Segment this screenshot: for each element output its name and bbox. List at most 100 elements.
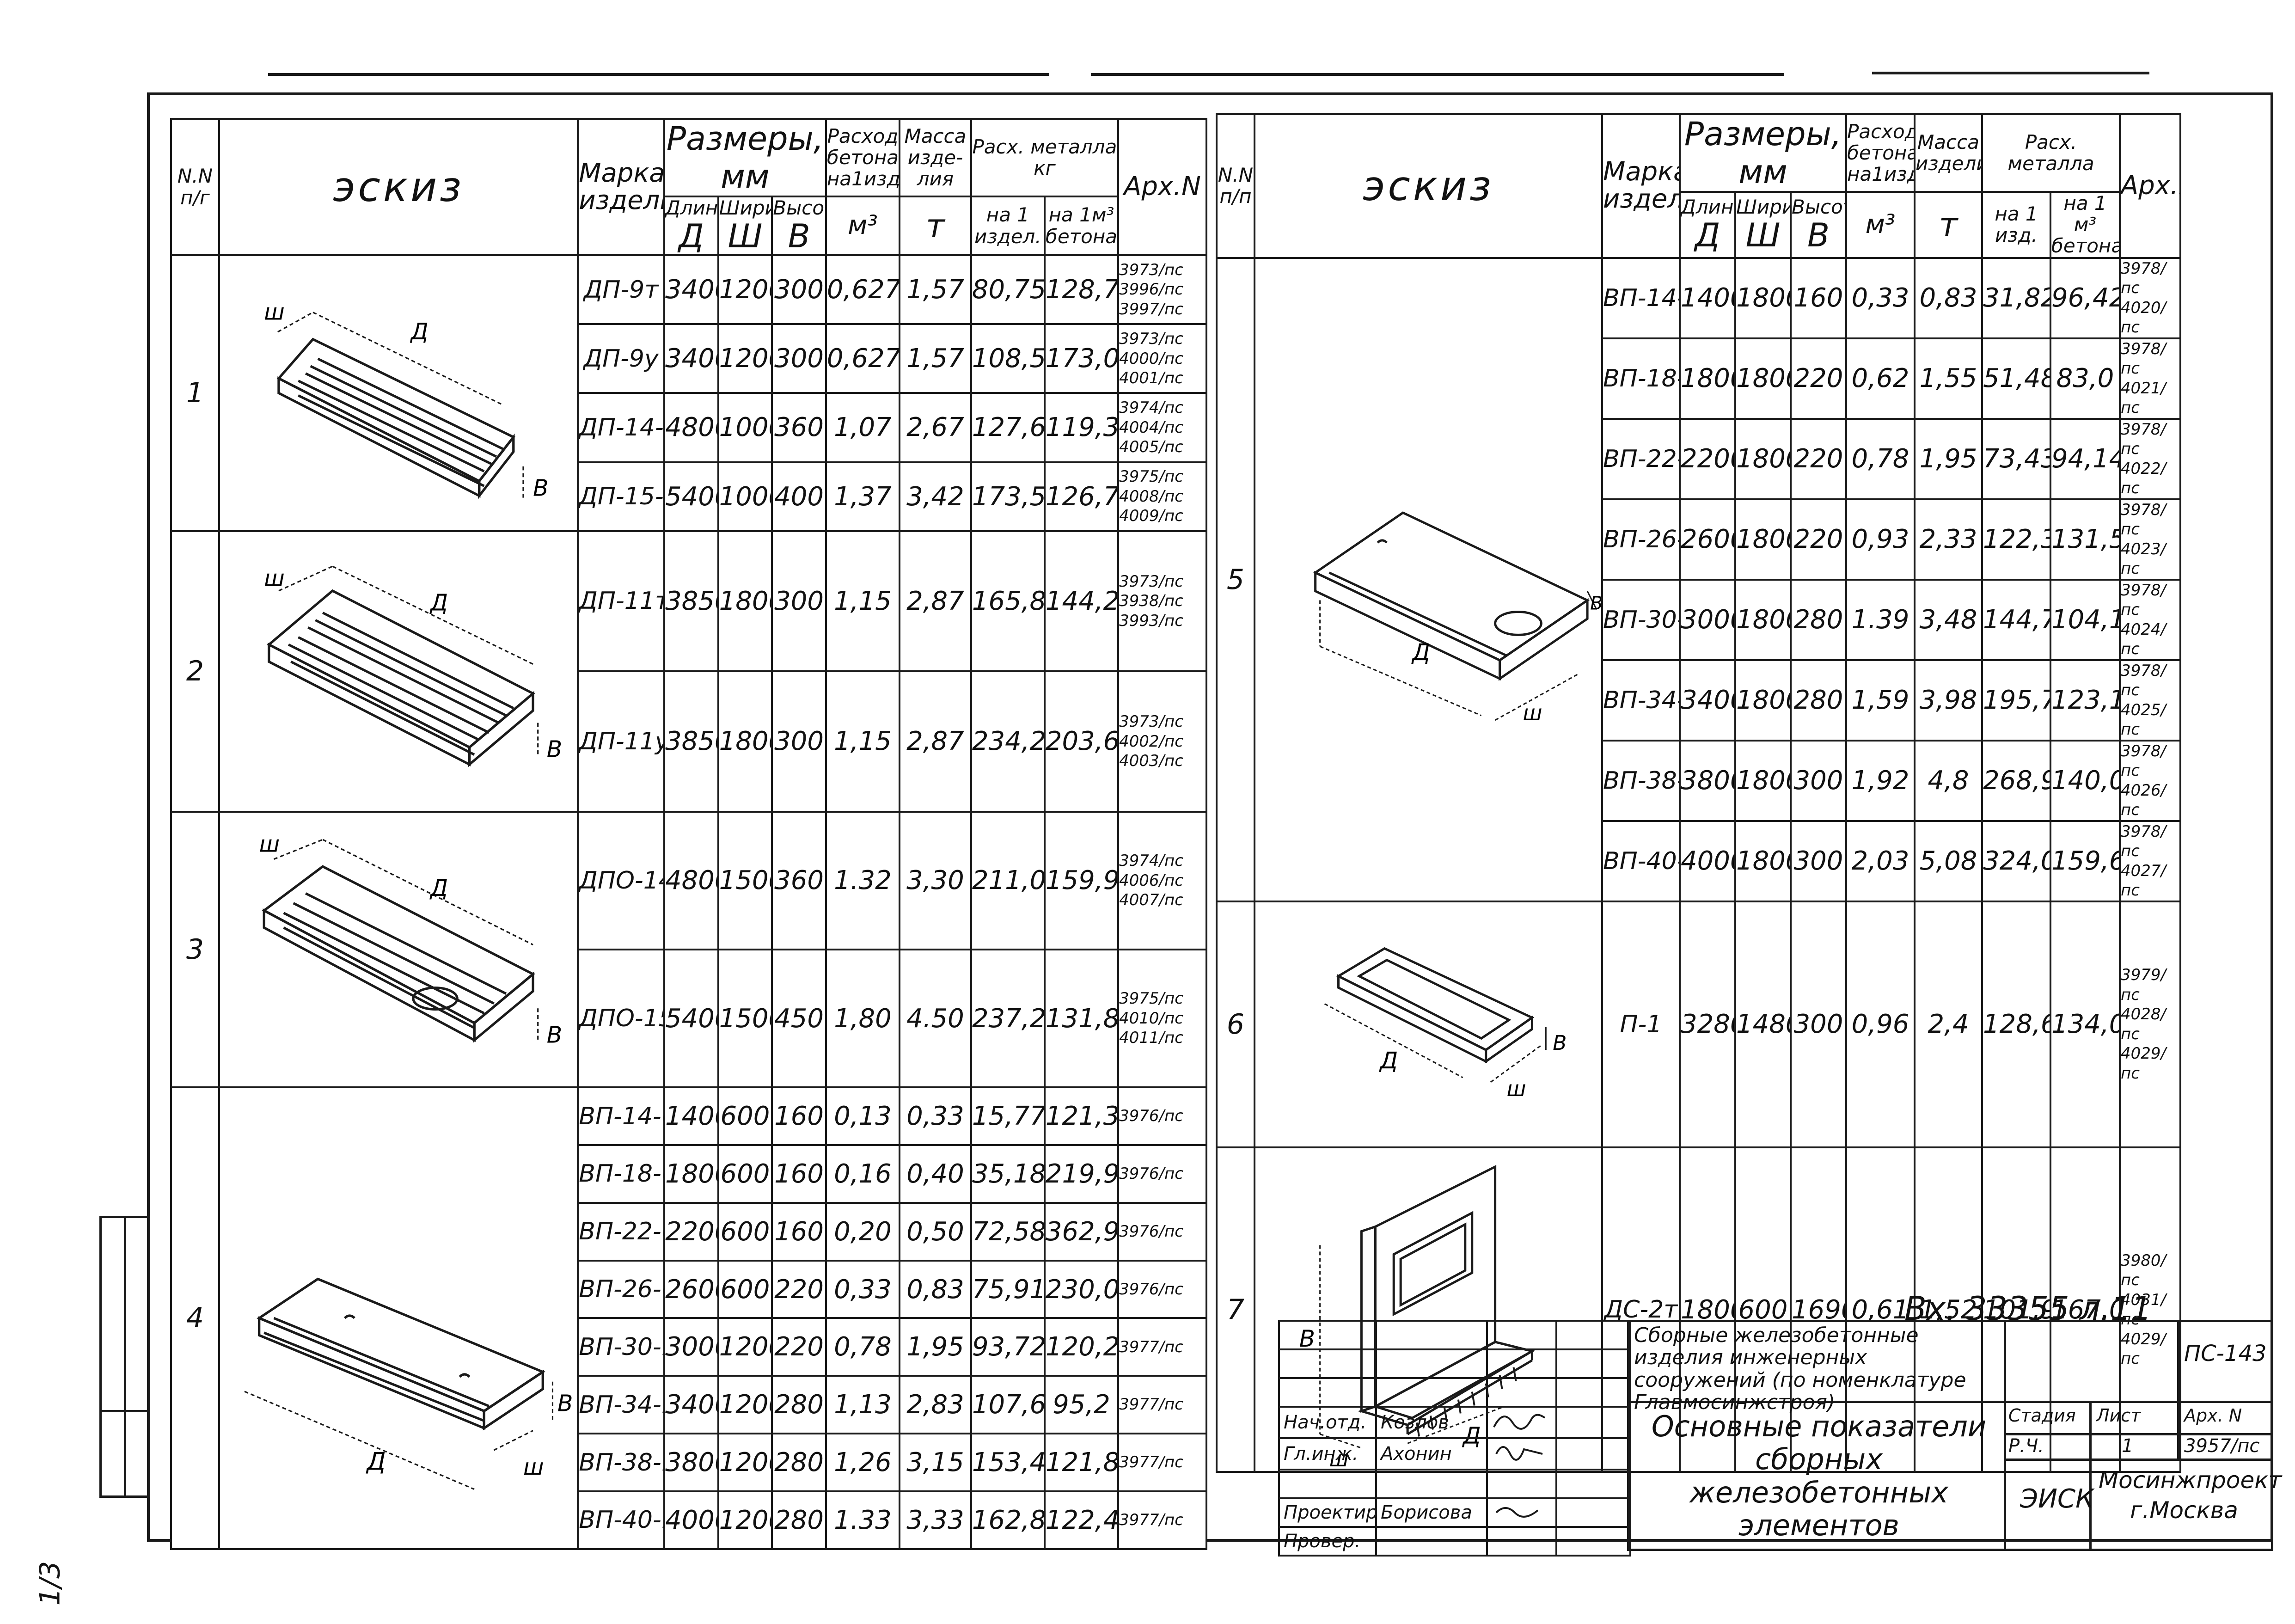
mass-cell: 1,95	[899, 1317, 972, 1377]
title-block-divider-1	[2004, 1320, 2006, 1551]
left-spec-table: N.N п/г эскиз Марка изделия Размеры, мм …	[170, 117, 1207, 1550]
length-symbol: Д	[1695, 216, 1720, 254]
archive-cell: 3978/пс 4023/пс	[2119, 498, 2181, 581]
steel-item-cell: 195,77	[1981, 659, 2051, 742]
mass-cell: 1,95	[1914, 417, 1983, 500]
width-cell: 1800	[1734, 498, 1792, 581]
stage-label: Стадия	[2008, 1405, 2076, 1426]
height-cell: 220	[1790, 417, 1847, 500]
signature-cell	[1486, 1406, 1557, 1439]
height-symbol: В	[1807, 216, 1830, 254]
steel-m3-cell: 126,71	[1043, 461, 1120, 532]
mass-cell: 0,40	[899, 1144, 972, 1204]
steel-item-cell: 128,64	[1981, 900, 2051, 1149]
col-header-steel-m3: на 1м³ бетона	[1043, 195, 1120, 257]
col-header-mass: Масса изделия	[1914, 113, 1983, 193]
height-cell: 220	[1790, 498, 1847, 581]
steel-item-cell: 72,58	[970, 1201, 1046, 1262]
height-cell: 360	[771, 392, 827, 463]
steel-item-cell: 144,77	[1981, 578, 2051, 661]
width-cell: 1200	[717, 1490, 773, 1550]
concrete-cell: 1,26	[825, 1433, 901, 1492]
width-cell: 1800	[1734, 739, 1792, 822]
archive-cell: 3974/пс 4004/пс 4005/пс	[1117, 392, 1207, 463]
col-header-mark: Марка изделия	[1601, 113, 1681, 259]
width-cell: 1800	[1734, 257, 1792, 339]
width-cell: 1500	[717, 948, 773, 1089]
mass-cell: 0,33	[899, 1086, 972, 1146]
ribbed-slab-drawing: ш Д В	[264, 300, 548, 502]
archive-cell: 3977/пс	[1117, 1490, 1207, 1550]
length-cell: 1800	[663, 1144, 719, 1204]
slab-opening-drawing: ш Д В	[259, 831, 562, 1048]
dim-h-label: В	[547, 736, 562, 762]
length-symbol: Д	[678, 217, 704, 256]
sig-cell	[1555, 1348, 1631, 1379]
length-cell: 3400	[663, 1375, 719, 1435]
group-number: 2	[170, 530, 220, 813]
wide-ribbed-slab-drawing: ш Д В	[264, 565, 562, 767]
steel-item-cell: 324,0	[1981, 820, 2051, 902]
col-header-height: ВысотаВ	[771, 195, 827, 257]
col-header-width: ШиринаШ	[717, 195, 773, 257]
col-header-steel: Расх. металла кг	[970, 118, 1120, 197]
concrete-cell: 0,33	[825, 1259, 901, 1319]
width-cell: 1000	[717, 392, 773, 463]
mark-cell: ДПО-15	[577, 948, 665, 1089]
steel-m3-cell: 120,2	[1043, 1317, 1120, 1377]
archive-cell: 3977/пс	[1117, 1433, 1207, 1492]
steel-m3-cell: 123,11	[2050, 659, 2121, 742]
steel-m3-cell: 128,79	[1043, 254, 1120, 325]
steel-item-cell: 35,18	[970, 1144, 1046, 1204]
group-number: 1	[170, 254, 220, 532]
archive-cell: 3976/пс	[1117, 1144, 1207, 1204]
dim-h-label: В	[557, 1391, 573, 1417]
margin-note: 1/3	[34, 1561, 67, 1606]
mark-cell: ДП-15-1т	[577, 461, 665, 532]
steel-m3-cell: 144,2	[1043, 530, 1120, 673]
length-cell: 3850	[663, 530, 719, 673]
steel-m3-cell: 131,57	[2050, 498, 2121, 581]
dim-w-label: ш	[264, 565, 285, 591]
mark-cell: ВП-14-6	[577, 1086, 665, 1146]
mark-cell: ВП-22-18	[1601, 417, 1681, 500]
dim-h-label: В	[1553, 1031, 1567, 1055]
length-cell: 1400	[663, 1086, 719, 1146]
concrete-cell: 1,59	[1845, 659, 1916, 742]
right-spec-table: N.N п/п эскиз Марка изделия Размеры, мм …	[1216, 113, 2181, 1473]
steel-m3-cell: 121,8	[1043, 1433, 1120, 1492]
title-block-rule-2	[2004, 1433, 2273, 1435]
sig-cell	[1375, 1377, 1488, 1408]
height-cell: 280	[1790, 578, 1847, 661]
col-header-sketch: эскиз	[1254, 113, 1603, 259]
width-cell: 1200	[717, 1317, 773, 1377]
steel-item-cell: 122,36	[1981, 498, 2051, 581]
steel-item-cell: 15,77	[970, 1086, 1046, 1146]
steel-m3-cell: 167,08	[2050, 1146, 2121, 1473]
sig-cell	[1555, 1437, 1631, 1471]
steel-m3-cell: 140,0	[2050, 739, 2121, 822]
mark-cell: ВП-30-18	[1601, 578, 1681, 661]
dim-w-label: ш	[1523, 700, 1542, 725]
group-number: 7	[1216, 1146, 1255, 1473]
col-header-archive: Арх.N	[1117, 117, 1207, 257]
archive-cell: 3975/пс 4008/пс 4009/пс	[1117, 461, 1207, 532]
col-header-archive: Арх.N	[2119, 113, 2181, 259]
dim-l-label: Д	[429, 590, 448, 616]
sig-cell	[1555, 1320, 1631, 1350]
steel-item-cell: 234,22	[970, 670, 1046, 813]
sig-cell	[1486, 1377, 1557, 1408]
height-cell: 160	[771, 1201, 827, 1262]
steel-item-cell: 80,75	[970, 254, 1046, 325]
mass-cell: 1,57	[899, 323, 972, 394]
length-cell: 3400	[663, 323, 719, 394]
mark-cell: ВП-34-12	[577, 1375, 665, 1435]
height-cell: 160	[771, 1144, 827, 1204]
archive-cell: 3974/пс 4006/пс 4007/пс	[1117, 810, 1207, 950]
col-header-mark: Марка изделия	[577, 117, 665, 257]
department: ЭИСК	[2020, 1484, 2094, 1514]
steel-item-cell: 73,43	[1981, 417, 2051, 500]
sig-cell	[1555, 1526, 1631, 1557]
steel-m3-cell: 119,32	[1043, 392, 1120, 463]
